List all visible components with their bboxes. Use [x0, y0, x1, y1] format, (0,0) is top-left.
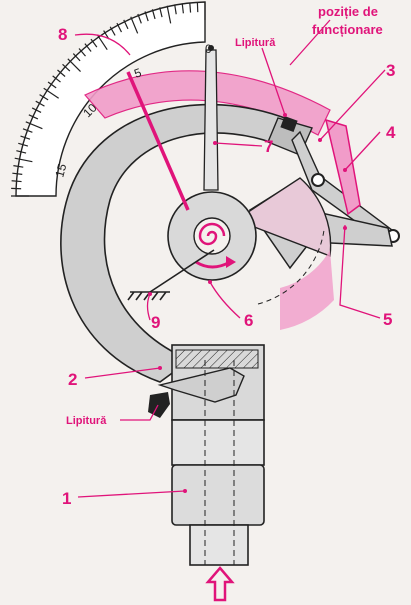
- pointer-alt-position: [126, 71, 190, 211]
- gear-sector: [234, 177, 332, 257]
- label-operating-position-1: poziție de: [318, 4, 378, 19]
- part-number-5: 5: [383, 310, 392, 329]
- scale-tick-15: 15: [52, 162, 69, 179]
- gear-sector-dashed: [257, 229, 325, 305]
- label-solder-bottom: Lipitură: [66, 415, 107, 427]
- spring-anchor: [149, 249, 215, 293]
- dial-tick: [13, 165, 24, 168]
- dial-tick: [166, 5, 172, 24]
- adjustment-slot: [324, 118, 361, 216]
- dial-tick: [11, 180, 22, 183]
- dial-tick: [96, 34, 108, 50]
- solder-point-bottom: [148, 392, 170, 418]
- needle-tip: [208, 45, 214, 51]
- rotation-arrowhead-icon: [226, 256, 236, 268]
- dial-tick: [137, 13, 142, 24]
- scale-tick-5: 5: [132, 65, 143, 81]
- dial-tick: [22, 128, 33, 133]
- dial-tick: [25, 121, 43, 130]
- part-number-2: 2: [68, 370, 77, 389]
- dial-tick: [12, 172, 23, 175]
- dial-tick: [116, 22, 123, 33]
- dial-tick: [18, 142, 29, 147]
- dial-tick: [52, 75, 61, 83]
- callout-leaders: [74, 19, 386, 498]
- part-number-8: 8: [58, 25, 67, 44]
- solder-point-top: [280, 115, 298, 133]
- dial-tick: [31, 107, 42, 114]
- dial-tick: [14, 157, 33, 163]
- part-number-4: 4: [386, 123, 396, 142]
- dial-tick: [130, 16, 139, 34]
- dial-tick: [78, 48, 86, 57]
- operating-position-arc: [84, 70, 331, 136]
- dial-tick: [174, 4, 177, 15]
- pointer-needle: [203, 49, 219, 191]
- dial-tick: [47, 81, 57, 89]
- dial-tick: [28, 114, 39, 120]
- link-pivot-top: [311, 173, 325, 187]
- label-solder-top: Lipitură: [235, 37, 276, 49]
- pressure-inlet-arrow-icon: [205, 566, 235, 602]
- scale-tick-0: 0: [205, 42, 212, 56]
- dial-tick: [39, 94, 49, 101]
- dial-tick: [159, 7, 163, 18]
- dial-tick: [62, 63, 71, 72]
- dial-tick: [35, 100, 45, 107]
- dial-tick: [57, 69, 66, 77]
- dial-tick: [181, 3, 184, 14]
- dial-tick: [189, 2, 192, 13]
- dial-tick: [16, 150, 27, 154]
- dial-tick: [20, 135, 31, 140]
- callout-dots: [148, 113, 347, 493]
- dial-tick: [90, 38, 98, 48]
- part-number-6: 6: [244, 311, 253, 330]
- dial-tick: [43, 87, 59, 99]
- dial-tick: [67, 58, 81, 72]
- dial-tick: [72, 53, 81, 62]
- part-number-1: 1: [62, 489, 71, 508]
- dial-tick: [123, 19, 129, 30]
- dial-tick: [144, 11, 149, 22]
- part-number-7: 7: [264, 137, 273, 156]
- dial-tick: [84, 43, 92, 52]
- gear-sector-pink: [280, 250, 334, 330]
- dial-ticks: [11, 2, 206, 197]
- dial-scale: [11, 1, 206, 197]
- dial-tick: [109, 26, 116, 36]
- dial-tick: [151, 9, 156, 20]
- socket-body: [148, 344, 265, 566]
- hairspring-icon: [198, 222, 226, 246]
- part-number-9: 9: [151, 313, 160, 332]
- part-number-3: 3: [386, 61, 395, 80]
- label-operating-position-2: funcționare: [312, 22, 383, 37]
